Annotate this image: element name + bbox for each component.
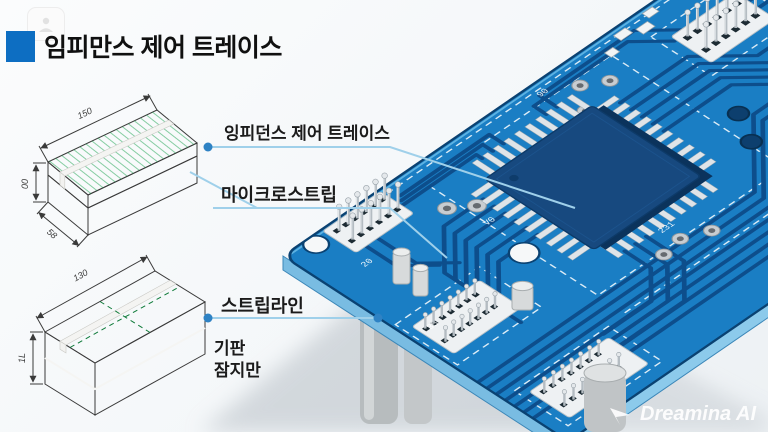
title-accent-square [6, 31, 35, 62]
chip-pin1-dot [509, 174, 519, 182]
callout-line-impedance [208, 146, 576, 209]
trace-bundle-top [397, 28, 687, 208]
microstrip-dimensions: 150 00 58 [20, 93, 158, 248]
label-board-note-line2: 잠지만 [214, 361, 261, 381]
dim-length: 130 [72, 267, 90, 283]
dim-length: 150 [76, 106, 94, 121]
board-outline [288, 0, 768, 432]
callout-dot-stripline-left [203, 313, 213, 323]
smd-components [603, 6, 660, 58]
callout-connector-microstrip [189, 171, 258, 209]
stripline-dimensions: 130 1L [17, 254, 156, 385]
callout-dot-stripline-right [373, 313, 383, 323]
silkscreen-mark: 20 [359, 257, 376, 269]
page-title: 임피만스 제어 트레이스 [44, 34, 282, 62]
dim-height: 1L [17, 353, 27, 363]
microstrip-diagram: 150 00 58 [20, 93, 198, 248]
callout-dot-impedance [203, 142, 213, 152]
silkscreen-mark: 90 [534, 87, 551, 99]
callouts-graphics [189, 142, 576, 323]
brand-watermark-text: Dreamina AI [640, 403, 756, 425]
silkscreen-dashes [386, 0, 768, 427]
label-board-note: 기판 잠지만 [214, 338, 261, 382]
dim-width: 58 [45, 227, 59, 241]
silkscreen-mark: V0 [481, 216, 498, 228]
callout-line-microstrip [213, 207, 448, 259]
standoff-front [583, 363, 627, 432]
label-stripline: 스트립라인 [221, 296, 304, 316]
silkscreen-mark: 35 [424, 320, 441, 332]
brand-watermark: Dreamina AI [608, 403, 756, 426]
qfp-chip [470, 94, 719, 261]
stripline-diagram: 130 1L [17, 254, 206, 416]
dim-height: 00 [20, 179, 30, 189]
solder-pads [437, 6, 721, 261]
capacitors [392, 247, 534, 311]
label-impedance-trace: 잉피던스 제어 트레이스 [224, 124, 390, 143]
label-board-note-line1: 기판 [214, 339, 246, 358]
avatar-watermark-icon [27, 7, 65, 41]
play-logo-icon [610, 407, 631, 425]
chip-body [485, 106, 701, 250]
label-microstrip: 마이크로스트립 [221, 185, 337, 205]
